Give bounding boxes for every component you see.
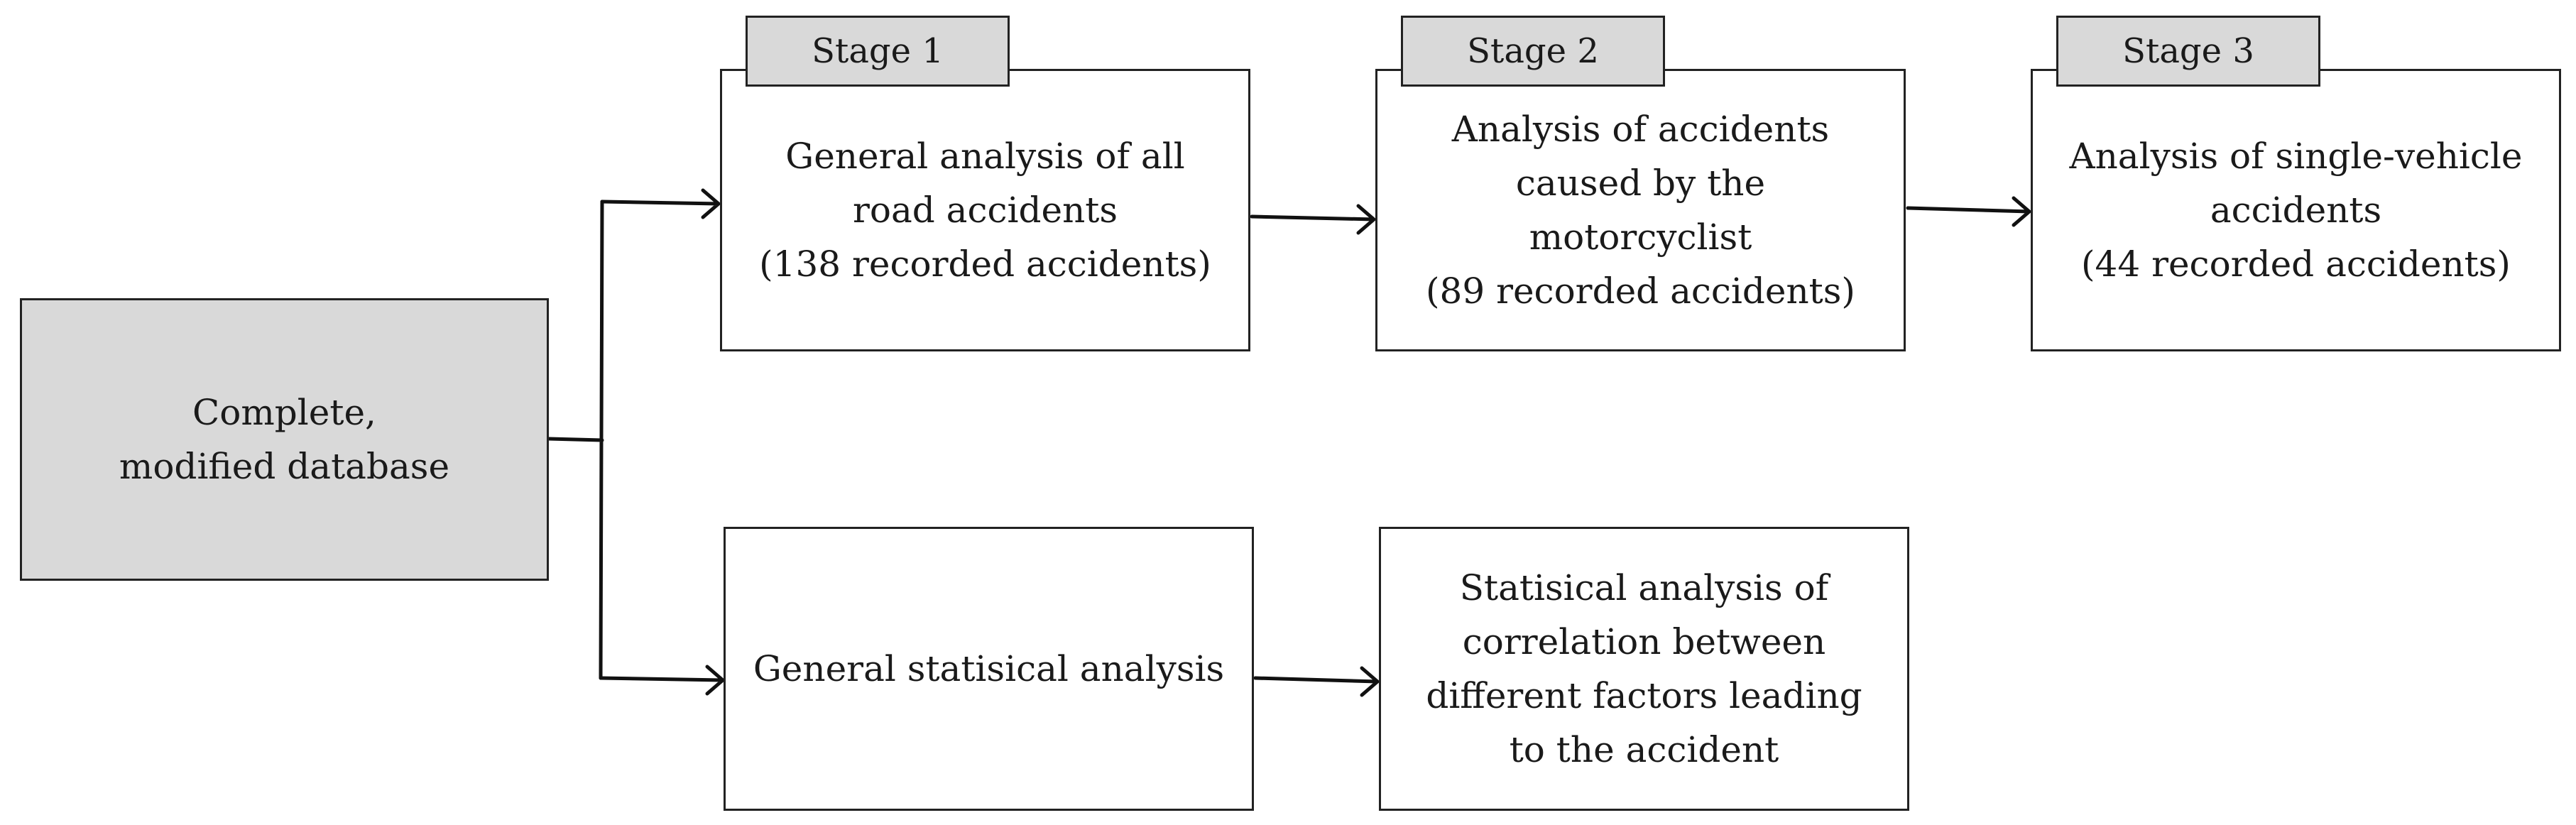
general-stats-line: General statisical analysis (753, 648, 1225, 689)
correlation-analysis-line: correlation between (1462, 621, 1826, 662)
general-stats-box: General statisical analysis (724, 527, 1254, 811)
general-stats-label: General statisical analysis (753, 642, 1224, 696)
correlation-analysis-line: different factors leading (1426, 675, 1862, 716)
correlation-analysis-box: Statisical analysis of correlation betwe… (1379, 527, 1909, 811)
source-database-line: Complete, (192, 392, 376, 433)
stage2-line: caused by the (1515, 163, 1766, 204)
stage2-line: Analysis of accidents (1451, 109, 1830, 150)
stage2-tab: Stage 2 (1401, 16, 1665, 87)
stage1-label: General analysis of all road accidents (… (759, 129, 1211, 291)
arrow-stage2-to-stage3 (1906, 196, 2031, 227)
connector-source-trunk (547, 200, 604, 680)
arrow-stage1-to-stage2 (1250, 204, 1376, 235)
source-database-label: Complete, modified database (119, 386, 449, 493)
source-database-line: modified database (119, 446, 450, 487)
stage1-line: (138 recorded accidents) (759, 244, 1211, 285)
stage3-line: accidents (2210, 190, 2382, 231)
stage1-line: road accidents (852, 190, 1118, 231)
stage3-line: (44 recorded accidents) (2081, 244, 2511, 285)
stage3-label: Analysis of single-vehicle accidents (44… (2069, 129, 2522, 291)
stage3-line: Analysis of single-vehicle (2069, 136, 2523, 177)
stage2-label: Analysis of accidents caused by the moto… (1426, 102, 1855, 318)
stage2-line: motorcyclist (1529, 217, 1752, 258)
arrow-source-to-stage1 (600, 188, 721, 219)
source-database-box: Complete, modified database (20, 298, 549, 581)
stage1-line: General analysis of all (785, 136, 1185, 177)
stage2-line: (89 recorded accidents) (1426, 271, 1855, 312)
correlation-analysis-label: Statisical analysis of correlation betwe… (1426, 561, 1862, 777)
correlation-analysis-line: Statisical analysis of (1459, 567, 1829, 608)
stage3-box: Analysis of single-vehicle accidents (44… (2031, 69, 2561, 351)
arrow-general-stats-to-correlation (1253, 666, 1380, 697)
stage3-tab: Stage 3 (2056, 16, 2320, 87)
stage2-box: Analysis of accidents caused by the moto… (1375, 69, 1906, 351)
stage1-box: General analysis of all road accidents (… (720, 69, 1250, 351)
arrow-source-to-general-stats (599, 665, 725, 696)
stage1-tab: Stage 1 (746, 16, 1010, 87)
correlation-analysis-line: to the accident (1509, 729, 1779, 770)
